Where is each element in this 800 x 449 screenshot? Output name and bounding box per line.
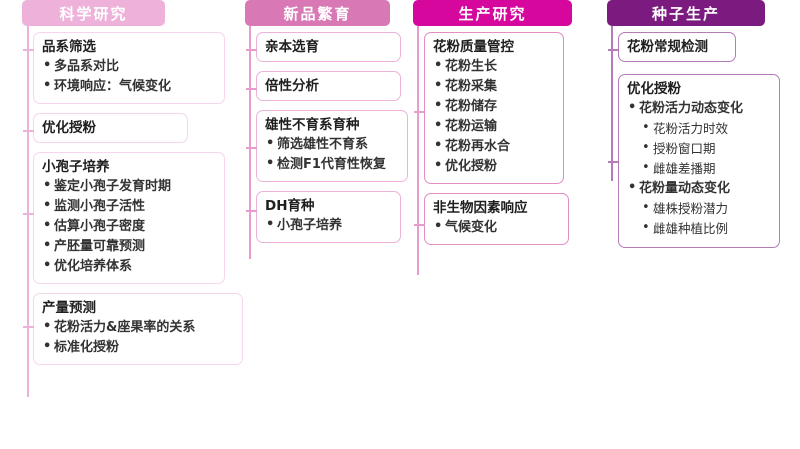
trunk-line-seed-production — [611, 26, 613, 181]
list-item: 鉴定小孢子发育时期 — [42, 176, 216, 197]
node-倍性分析[interactable]: 倍性分析 — [246, 71, 401, 101]
node-非生物因素响应[interactable]: 非生物因素响应 气候变化 — [414, 193, 569, 245]
list-item: 雄株授粉潜力 — [627, 198, 771, 219]
node-花粉质量管控[interactable]: 花粉质量管控 花粉生长 花粉采集 花粉储存 花粉运输 花粉再水合 优化授粉 — [414, 32, 564, 184]
connector-elbow-icon — [246, 49, 257, 51]
list-item: 估算小孢子密度 — [42, 216, 216, 237]
list-item: 优化培养体系 — [42, 256, 216, 277]
node-list-new-variety-breeding: 亲本选育 倍性分析 雄性不育系育种 筛选雄性不育系 检测F1代育性恢复 DH育种… — [246, 32, 408, 252]
node-title: 品系筛选 — [42, 39, 96, 55]
node-小孢子培养[interactable]: 小孢子培养 鉴定小孢子发育时期 监测小孢子活性 估算小孢子密度 产胚量可靠预测 … — [23, 152, 225, 284]
list-item: 筛选雄性不育系 — [265, 134, 399, 155]
node-bullet-list: 多品系对比 环境响应：气候变化 — [42, 56, 216, 97]
column-header-new-variety-breeding[interactable]: 新品繁育 — [245, 0, 390, 26]
list-item: 产胚量可靠预测 — [42, 236, 216, 257]
node-bullet-list: 花粉活力动态变化 花粉活力时效 授粉窗口期 雌雄差播期 花粉量动态变化 雄株授粉… — [627, 98, 771, 239]
connector-elbow-icon — [246, 88, 257, 90]
node-list-seed-production: 花粉常规检测 优化授粉 花粉活力动态变化 花粉活力时效 授粉窗口期 雌雄差播期 … — [608, 32, 787, 257]
node-bullet-list: 花粉生长 花粉采集 花粉储存 花粉运输 花粉再水合 优化授粉 — [433, 56, 555, 177]
node-bullet-list: 气候变化 — [433, 217, 560, 238]
node-title: 产量预测 — [42, 300, 96, 316]
connector-elbow-icon — [246, 147, 257, 149]
connector-elbow-icon — [608, 49, 619, 51]
node-title: 优化授粉 — [42, 120, 96, 136]
connector-elbow-icon — [608, 161, 619, 163]
column-scientific-research: 科学研究 品系筛选 多品系对比 环境响应：气候变化 优化授粉 小孢子培养 鉴定小… — [22, 0, 247, 397]
node-title: 花粉常规检测 — [627, 39, 708, 55]
node-优化授粉[interactable]: 优化授粉 — [23, 113, 188, 143]
node-bullet-list: 小孢子培养 — [265, 215, 392, 236]
node-list-scientific-research: 品系筛选 多品系对比 环境响应：气候变化 优化授粉 小孢子培养 鉴定小孢子发育时… — [23, 32, 247, 374]
list-item: 环境响应：气候变化 — [42, 76, 216, 97]
list-item: 花粉量动态变化 — [627, 178, 771, 199]
node-产量预测[interactable]: 产量预测 花粉活力&座果率的关系 标准化授粉 — [23, 293, 243, 365]
connector-elbow-icon — [23, 130, 34, 132]
list-item: 花粉活力&座果率的关系 — [42, 317, 234, 338]
list-item: 检测F1代育性恢复 — [265, 154, 399, 175]
column-header-scientific-research[interactable]: 科学研究 — [22, 0, 165, 26]
node-title: 亲本选育 — [265, 39, 319, 55]
list-item: 优化授粉 — [433, 156, 555, 177]
column-production-research: 生产研究 花粉质量管控 花粉生长 花粉采集 花粉储存 花粉运输 花粉再水合 优化… — [413, 0, 585, 275]
column-seed-production: 种子生产 花粉常规检测 优化授粉 花粉活力动态变化 花粉活力时效 授粉窗口期 雌… — [607, 0, 787, 248]
node-花粉常规检测[interactable]: 花粉常规检测 — [608, 32, 736, 62]
node-title: 花粉质量管控 — [433, 39, 514, 55]
trunk-line-production-research — [417, 26, 419, 275]
node-亲本选育[interactable]: 亲本选育 — [246, 32, 401, 62]
list-item: 花粉活力动态变化 — [627, 98, 771, 119]
node-title: 小孢子培养 — [42, 159, 110, 175]
connector-elbow-icon — [23, 326, 34, 328]
connector-elbow-icon — [23, 213, 34, 215]
column-new-variety-breeding: 新品繁育 亲本选育 倍性分析 雄性不育系育种 筛选雄性不育系 检测F1代育性恢复 — [245, 0, 408, 259]
list-item: 授粉窗口期 — [627, 138, 771, 159]
list-item: 雌雄种植比例 — [627, 218, 771, 239]
trunk-line-new-variety-breeding — [249, 26, 251, 259]
node-bullet-list: 鉴定小孢子发育时期 监测小孢子活性 估算小孢子密度 产胚量可靠预测 优化培养体系 — [42, 176, 216, 277]
node-title: 雄性不育系育种 — [265, 117, 360, 133]
connector-elbow-icon — [414, 224, 425, 226]
trunk-line-scientific-research — [27, 26, 29, 397]
list-item: 标准化授粉 — [42, 337, 234, 358]
list-item: 雌雄差播期 — [627, 158, 771, 179]
list-item: 多品系对比 — [42, 56, 216, 77]
column-header-production-research[interactable]: 生产研究 — [413, 0, 572, 26]
list-item: 花粉生长 — [433, 56, 555, 77]
node-雄性不育系育种[interactable]: 雄性不育系育种 筛选雄性不育系 检测F1代育性恢复 — [246, 110, 408, 182]
node-list-production-research: 花粉质量管控 花粉生长 花粉采集 花粉储存 花粉运输 花粉再水合 优化授粉 非生… — [414, 32, 585, 254]
list-item: 花粉活力时效 — [627, 118, 771, 139]
connector-elbow-icon — [246, 210, 257, 212]
node-品系筛选[interactable]: 品系筛选 多品系对比 环境响应：气候变化 — [23, 32, 225, 104]
node-title: 优化授粉 — [627, 81, 681, 97]
node-DH育种[interactable]: DH育种 小孢子培养 — [246, 191, 401, 243]
list-item: 花粉储存 — [433, 96, 555, 117]
list-item: 花粉再水合 — [433, 136, 555, 157]
list-item: 花粉采集 — [433, 76, 555, 97]
connector-elbow-icon — [414, 111, 425, 113]
connector-elbow-icon — [23, 49, 34, 51]
node-title: 非生物因素响应 — [433, 200, 528, 216]
node-优化授粉-seed[interactable]: 优化授粉 花粉活力动态变化 花粉活力时效 授粉窗口期 雌雄差播期 花粉量动态变化… — [608, 74, 780, 248]
node-title: 倍性分析 — [265, 78, 319, 94]
column-header-seed-production[interactable]: 种子生产 — [607, 0, 765, 26]
list-item: 花粉运输 — [433, 116, 555, 137]
list-item: 监测小孢子活性 — [42, 196, 216, 217]
node-title: DH育种 — [265, 198, 315, 214]
list-item: 气候变化 — [433, 217, 560, 238]
node-bullet-list: 花粉活力&座果率的关系 标准化授粉 — [42, 317, 234, 358]
node-bullet-list: 筛选雄性不育系 检测F1代育性恢复 — [265, 134, 399, 175]
list-item: 小孢子培养 — [265, 215, 392, 236]
